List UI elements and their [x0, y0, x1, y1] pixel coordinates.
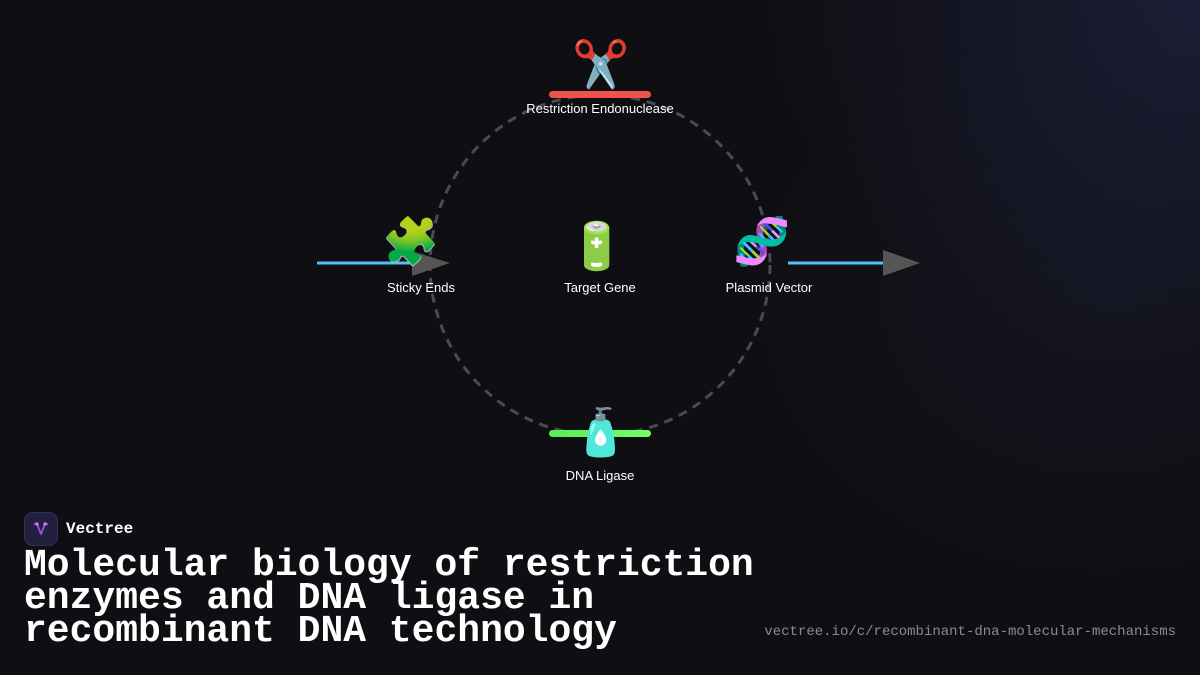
lotion-bottle-icon: 🧴 [572, 405, 629, 459]
puzzle-piece-icon: 🧩 [382, 214, 439, 268]
page-title: Molecular biology of restriction enzymes… [24, 544, 754, 653]
vectree-logo-glyph [34, 522, 48, 535]
brand-name: Vectree [66, 520, 134, 538]
node-plasmid-vector: 🧬 Plasmid Vector [726, 213, 813, 295]
sticky-ends-label: Sticky Ends [387, 280, 455, 295]
dna-icon: 🧬 [733, 213, 790, 269]
flow-arrow-left [412, 251, 450, 276]
source-url[interactable]: vectree.io/c/recombinant-dna-molecular-m… [764, 624, 1176, 640]
restriction-endonuclease-label: Restriction Endonuclease [526, 101, 673, 116]
node-dna-ligase: 🧴 DNA Ligase [549, 405, 651, 483]
plasmid-vector-label: Plasmid Vector [726, 280, 813, 295]
target-gene-label: Target Gene [564, 280, 636, 295]
node-target-gene: 🔋 Target Gene [564, 219, 636, 295]
dna-ligase-label: DNA Ligase [566, 468, 635, 483]
recombinant-dna-diagram: ✂️ Restriction Endonuclease 🧩 Sticky End… [317, 36, 920, 483]
node-restriction-endonuclease: ✂️ Restriction Endonuclease [526, 36, 673, 116]
ligase-bar [549, 430, 651, 437]
restriction-bar [549, 91, 651, 98]
flow-arrow-right [883, 250, 920, 276]
battery-icon: 🔋 [568, 219, 625, 273]
node-sticky-ends: 🧩 Sticky Ends [382, 214, 455, 295]
brand: Vectree [24, 512, 133, 546]
vectree-logo-icon [24, 512, 58, 546]
scissors-icon: ✂️ [572, 36, 629, 91]
